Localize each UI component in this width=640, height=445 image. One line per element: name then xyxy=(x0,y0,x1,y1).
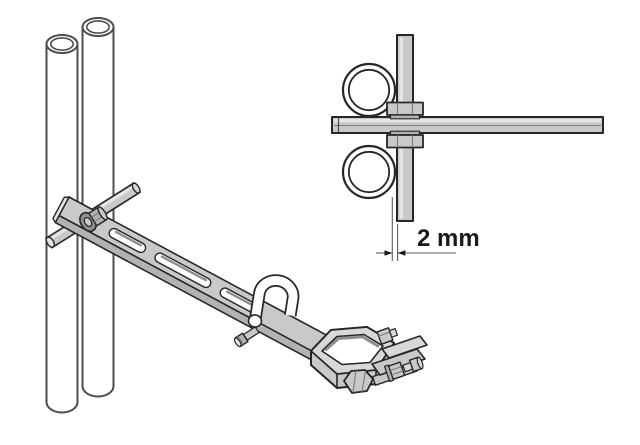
nut-facet xyxy=(391,370,404,376)
dimension-label: 2 mm xyxy=(417,225,480,252)
nut-body xyxy=(386,101,424,116)
rod-end-cap-left xyxy=(45,236,55,248)
threaded-rod-top-view xyxy=(331,116,604,134)
slot-shadow xyxy=(160,255,208,282)
clamp-nut-upper xyxy=(386,101,424,120)
screw-head-facet xyxy=(237,335,244,345)
pipe-ring-inner xyxy=(347,68,391,112)
nut-end-face xyxy=(97,206,108,221)
nut-facet xyxy=(390,366,402,372)
clamp-bolt-end-nut xyxy=(402,356,424,373)
u-bolt-screw xyxy=(233,326,260,348)
shackle-wire xyxy=(250,275,298,320)
bolt-end-face xyxy=(416,356,424,370)
isometric-assembly-view xyxy=(45,17,428,414)
bar-end-face xyxy=(52,196,70,224)
clamp-hole xyxy=(321,333,384,366)
top-view-detail: 2 mm xyxy=(331,34,604,261)
antenna-pipe-clamp xyxy=(310,326,395,389)
bar-slot xyxy=(154,252,212,289)
bolt-head-facets xyxy=(352,370,367,393)
pipe-section-lower xyxy=(341,144,397,200)
slot-shadow xyxy=(114,230,142,247)
pipe-section-upper xyxy=(341,62,397,118)
bolt-stub xyxy=(388,328,399,338)
rod-end-cap-right xyxy=(131,182,141,194)
dimension-arrow-left xyxy=(384,250,393,256)
gap-dimension: 2 mm xyxy=(376,197,480,261)
dimension-arrow-right xyxy=(397,250,406,256)
nut-facet xyxy=(378,331,391,337)
rod-nut xyxy=(88,206,108,227)
clamp-nut-lower xyxy=(386,130,424,149)
nut-body xyxy=(386,134,424,149)
clamp-bolt-nut-mid xyxy=(383,361,406,383)
rod-bar-highlight xyxy=(334,119,601,123)
pipe-rim-inner xyxy=(86,20,111,34)
pipe-rim-inner xyxy=(49,37,74,51)
clamp-top-nut xyxy=(376,327,399,345)
washer xyxy=(389,114,421,120)
washer-inner xyxy=(83,216,93,228)
flange-plate-back xyxy=(381,335,428,359)
pipe-ring-inner xyxy=(347,150,391,194)
screw-head-cap xyxy=(233,337,242,348)
clamp-flange-and-bolts xyxy=(343,327,428,394)
clamp-bolt-head xyxy=(343,369,374,394)
bar-slot xyxy=(108,227,147,254)
clamp-hole-shadow xyxy=(324,335,380,351)
slotted-support-bar xyxy=(52,196,374,387)
